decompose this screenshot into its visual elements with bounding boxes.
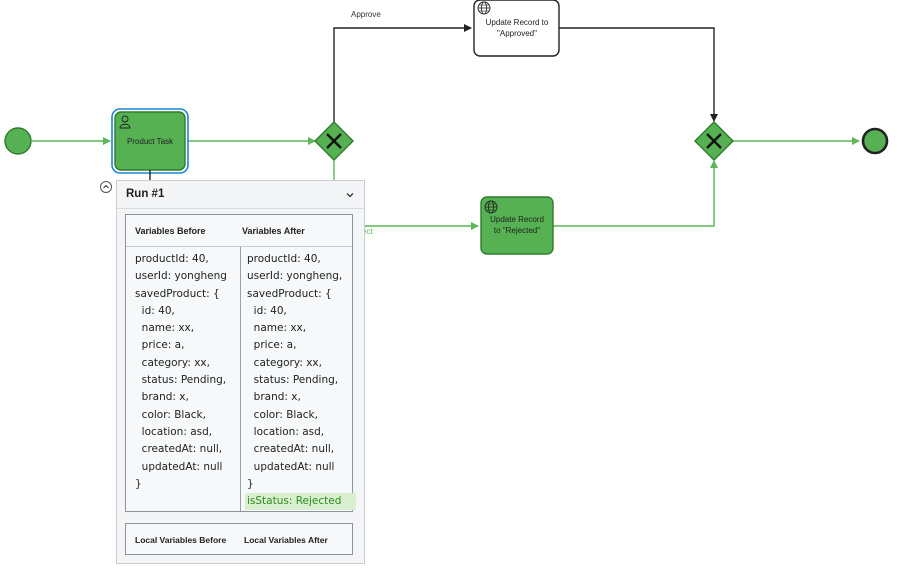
variable-line: createdAt: null, xyxy=(247,443,335,456)
variables-after-title: Variables After xyxy=(242,226,305,236)
variable-line: price: a, xyxy=(247,339,297,352)
column-divider xyxy=(240,247,241,511)
run-title: Run #1 xyxy=(126,188,165,200)
exclusive-gateway-split[interactable] xyxy=(314,121,354,161)
variable-line: name: xx, xyxy=(247,322,307,335)
variable-line: location: asd, xyxy=(247,425,325,438)
start-event[interactable] xyxy=(4,127,32,155)
variables-before-title: Variables Before xyxy=(135,226,206,236)
variable-line: productId: 40, xyxy=(247,253,321,265)
chevron-up-icon xyxy=(103,184,109,189)
variable-line: id: 40, xyxy=(135,304,175,317)
collapse-panel-button[interactable] xyxy=(100,181,112,193)
rejected-task-label-line2: to "Rejected" xyxy=(494,226,540,235)
flow-approve[interactable] xyxy=(333,24,472,124)
added-variable-highlight: isStatus: Rejected xyxy=(245,493,356,511)
variable-line: productId: 40, xyxy=(135,253,209,265)
globe-icon xyxy=(484,200,498,214)
variable-line: brand: x, xyxy=(247,391,301,404)
update-record-rejected-task[interactable] xyxy=(480,196,554,255)
run-details-panel: Run #1 Variables Before Variables After … xyxy=(116,180,365,564)
variable-line: } xyxy=(247,477,254,490)
rejected-task-label-line1: Update Record xyxy=(490,215,544,224)
variable-line: price: a, xyxy=(135,339,185,352)
variable-line: name: xx, xyxy=(135,322,195,335)
variable-line: savedProduct: { xyxy=(135,287,220,300)
variable-line: userId: yongheng xyxy=(135,270,227,283)
update-record-approved-task[interactable] xyxy=(473,0,560,57)
local-variables-table: Local Variables Before Local Variables A… xyxy=(125,523,353,555)
variable-line: id: 40, xyxy=(247,304,287,317)
variables-after-list: productId: 40, userId: yongheng, savedProd… xyxy=(245,251,359,511)
flow-approved-to-merge[interactable] xyxy=(559,27,718,122)
variables-header: Variables Before Variables After xyxy=(126,215,352,247)
variable-line: userId: yongheng, xyxy=(247,270,343,283)
gateway-x-icon xyxy=(706,133,722,149)
variable-line: category: xx, xyxy=(247,356,322,369)
variables-table: Variables Before Variables After product… xyxy=(125,214,356,512)
variable-line: brand: x, xyxy=(135,391,189,404)
approved-task-label-line1: Update Record to xyxy=(486,18,549,27)
variable-line: color: Black, xyxy=(135,408,206,421)
variable-line: color: Black, xyxy=(247,408,318,421)
variable-line: updatedAt: null xyxy=(135,460,223,473)
run-header[interactable]: Run #1 xyxy=(117,181,364,209)
variable-line: status: Pending, xyxy=(135,374,227,387)
variables-before-list: productId: 40, userId: yongheng savedProdu… xyxy=(135,251,247,493)
exclusive-gateway-merge[interactable] xyxy=(694,121,734,161)
globe-icon xyxy=(477,1,491,15)
variable-line: location: asd, xyxy=(135,425,213,438)
variable-line: } xyxy=(135,477,142,490)
variable-line: updatedAt: null xyxy=(247,460,335,473)
variable-line: savedProduct: { xyxy=(247,287,332,300)
product-task-label: Product Task xyxy=(127,137,174,146)
local-variables-after-title: Local Variables After xyxy=(244,535,328,545)
gateway-x-icon xyxy=(326,133,342,149)
flow-approve-label: Approve xyxy=(351,10,381,19)
variable-line: category: xx, xyxy=(135,356,210,369)
user-task-icon xyxy=(119,115,131,129)
approved-task-label-line2: "Approved" xyxy=(497,29,537,38)
variable-line: createdAt: null, xyxy=(135,443,223,456)
end-event[interactable] xyxy=(861,127,889,155)
chevron-down-icon[interactable] xyxy=(345,190,355,200)
variable-line: status: Pending, xyxy=(247,374,339,387)
local-variables-before-title: Local Variables Before xyxy=(135,535,227,545)
flow-rejected-to-merge[interactable] xyxy=(553,160,718,227)
